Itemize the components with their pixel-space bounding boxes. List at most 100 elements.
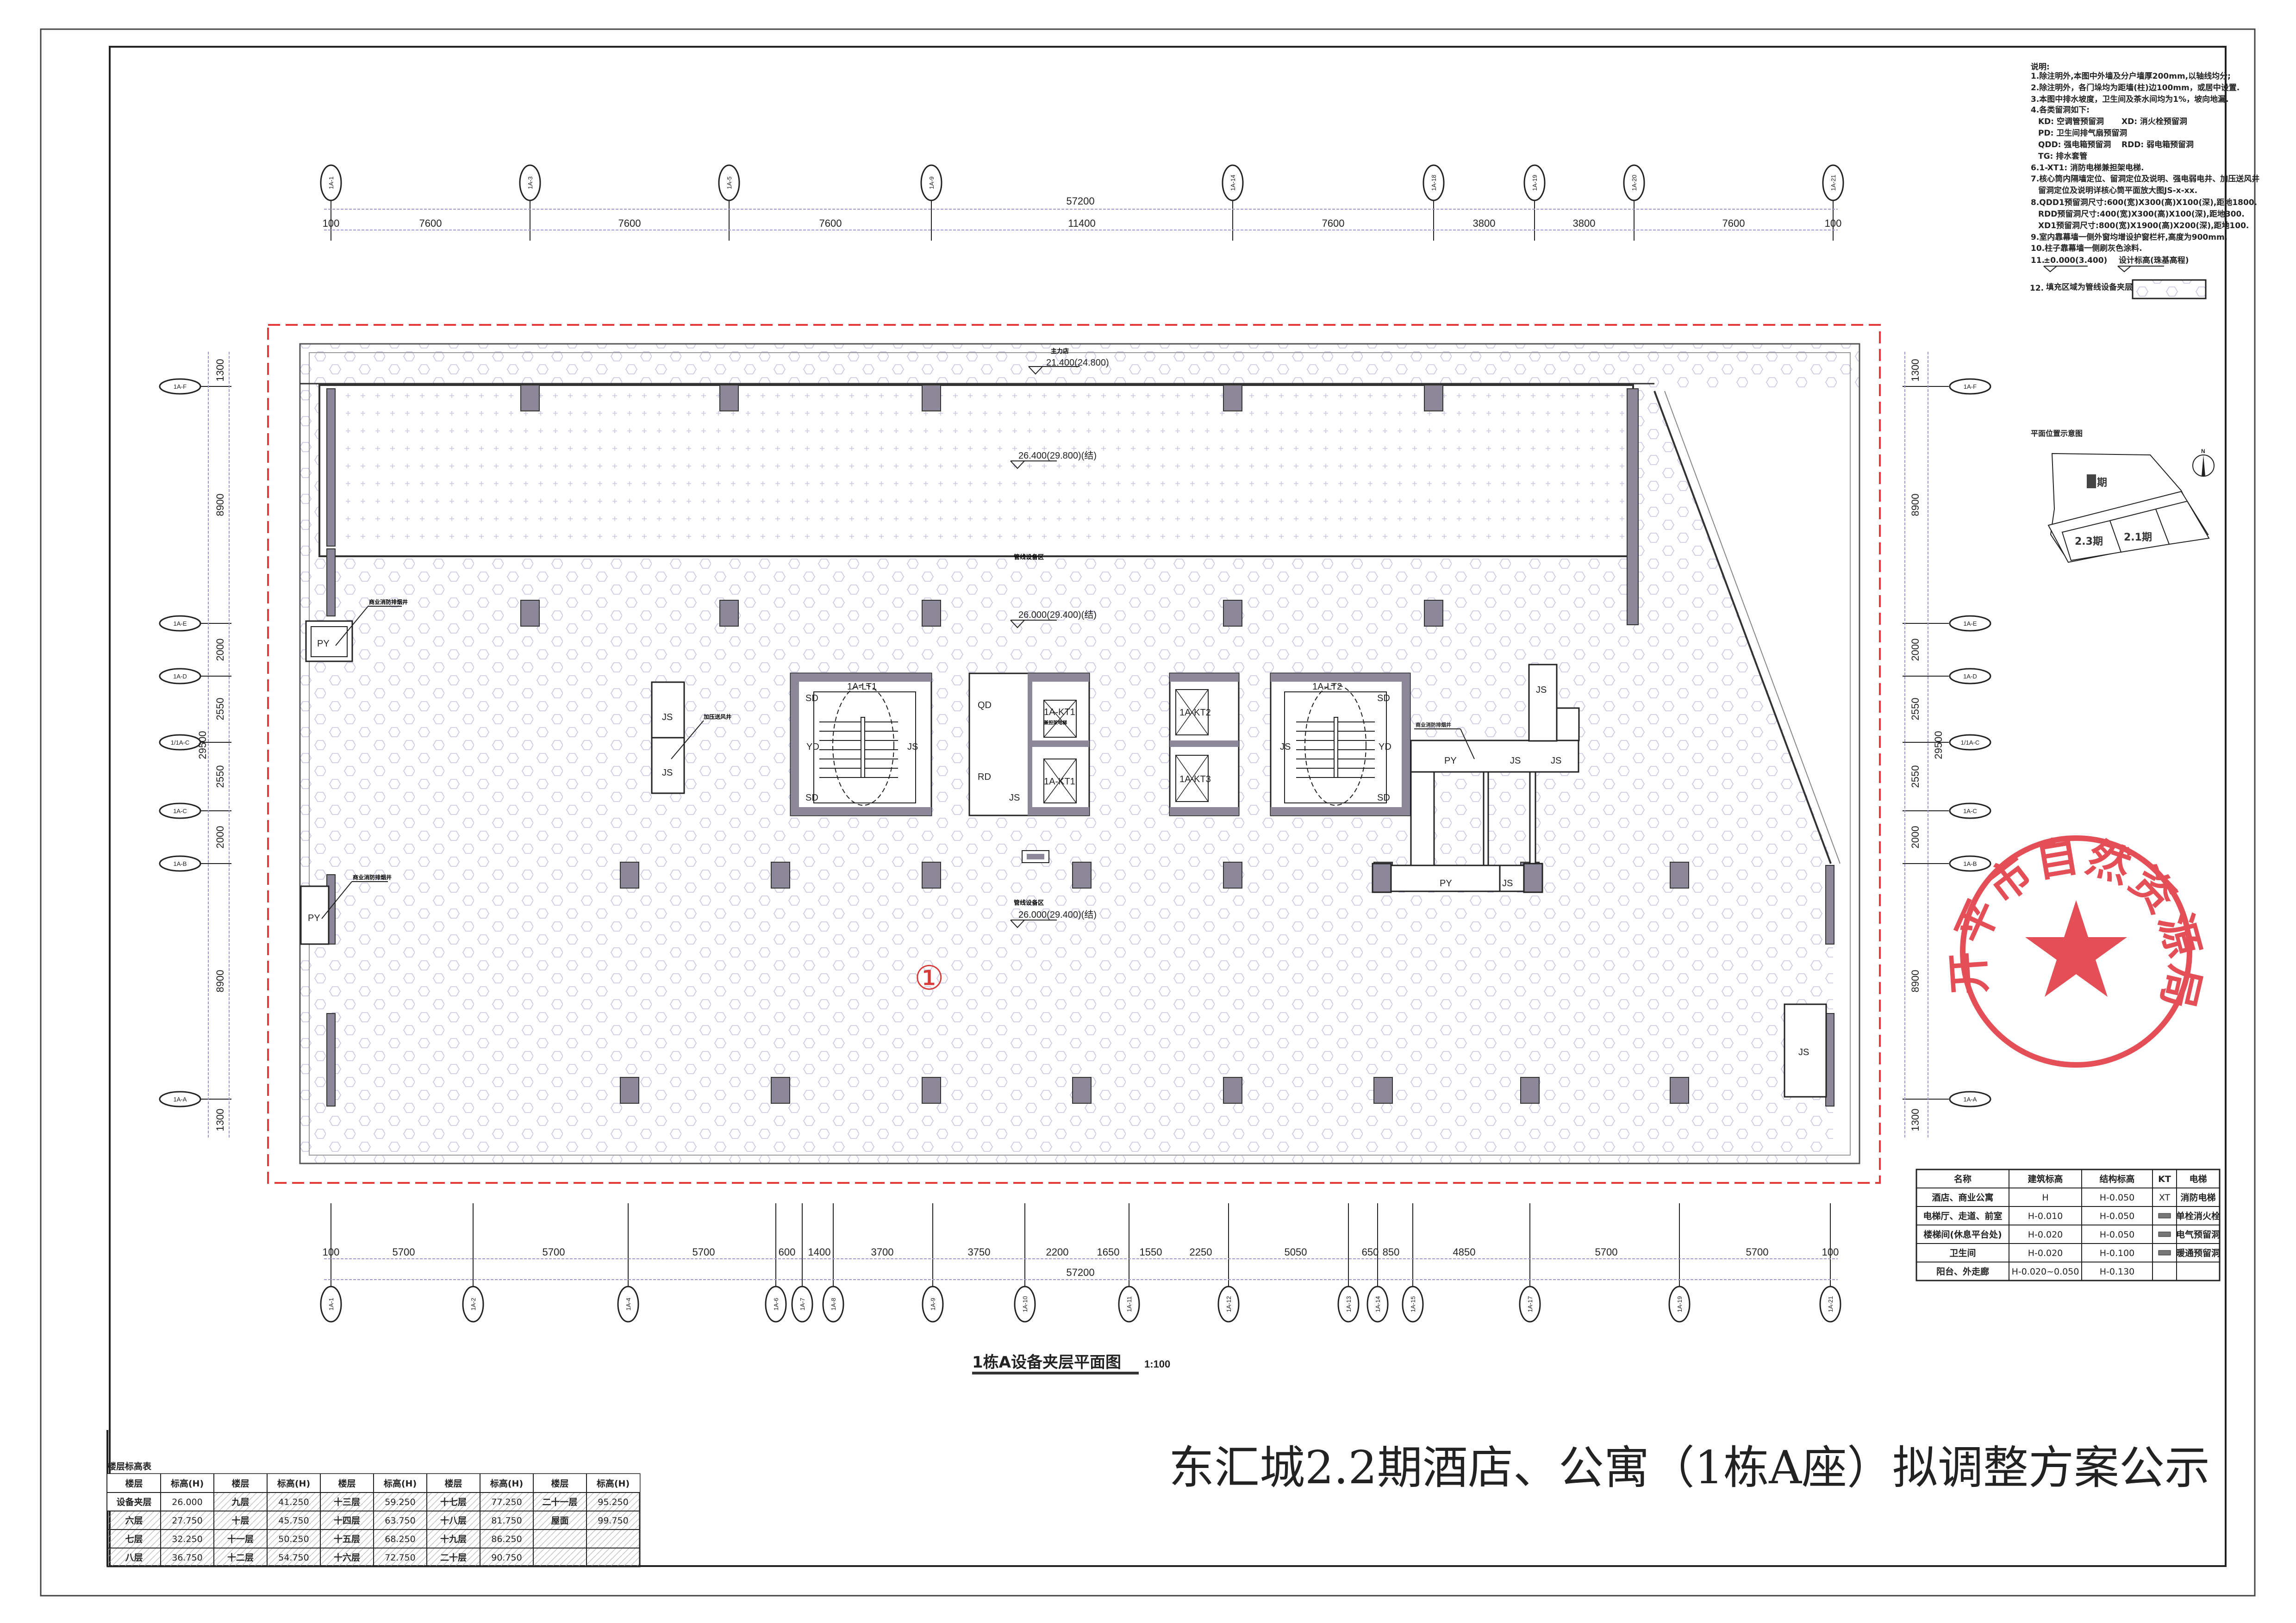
column: [1520, 1077, 1540, 1104]
js-label: JS: [907, 742, 918, 752]
table-cell: 楼层: [125, 1478, 143, 1489]
table-cell: 电梯: [2189, 1174, 2207, 1184]
diagonal-wall-outer: [1664, 391, 1841, 864]
dimension-value: 57200: [1066, 1267, 1094, 1278]
grid-bubble: [791, 1286, 813, 1323]
js-label: JS: [1798, 1047, 1809, 1057]
grid-bubble: [1949, 734, 1991, 751]
table-cell: 八层: [125, 1553, 143, 1563]
table-cell: XT: [2159, 1193, 2171, 1203]
inner-frame: [109, 46, 2227, 1567]
table-cell: 63.750: [385, 1516, 415, 1526]
table-cell: 86.250: [491, 1534, 522, 1544]
dimension-value: 2550: [1909, 698, 1921, 721]
floor-plan: PY 商业消防排烟井 PY 商业消防排烟井 JS JS 加压送风井: [299, 343, 1860, 1164]
table-cell: 酒店、商业公寓: [1932, 1192, 1993, 1203]
dimension-value: 2550: [214, 765, 226, 788]
key-plan: 平面位置示意图 期 2.3期 2.1期 N: [2031, 429, 2215, 563]
equip-zone-label: 管线设备区: [1014, 553, 1044, 561]
grid-label: 1A-15: [1410, 1296, 1416, 1312]
key-plan-title: 平面位置示意图: [2031, 429, 2083, 438]
column: [1223, 862, 1242, 889]
note-1: 1.除注明外,本图中外墙及分户墙厚200mm,以轴线均分;: [2031, 71, 2231, 81]
dimension-value: 4850: [1453, 1246, 1476, 1258]
grid-label: 1A-20: [1631, 175, 1638, 191]
elevator-kt1-label: 1A-KT1: [1044, 777, 1075, 787]
key-plan-phase-top: 期: [2097, 477, 2107, 489]
grid-bubble: [1822, 164, 1844, 201]
py-label: PY: [1440, 878, 1452, 889]
note-7b: 留洞定位及说明详核心筒平面放大图JS-x-xx.: [2038, 186, 2197, 195]
table-cell: 99.750: [598, 1516, 628, 1526]
wall-bar: [326, 1013, 336, 1107]
diagonal-wall: [1653, 391, 1832, 864]
grid-label: 1A-C: [1963, 808, 1977, 815]
grid-label: 1A-B: [174, 860, 187, 867]
grid-bubble: [1402, 1286, 1424, 1323]
dimension-value: 1300: [1909, 1109, 1921, 1132]
table-cell: 十三层: [334, 1497, 360, 1507]
column: [620, 862, 639, 889]
table-cell: 阳台、外走廊: [1936, 1266, 1989, 1277]
grid-bubble: [159, 802, 201, 819]
grid-label: 1A-D: [173, 673, 187, 680]
grid-bubble: [1222, 164, 1244, 201]
table-cell: 90.750: [491, 1553, 522, 1563]
grid-label: 1A-7: [799, 1298, 806, 1310]
hydrant-symbol-icon: [2158, 1250, 2171, 1256]
dimension-value: 1300: [214, 359, 226, 382]
dimension-value: 1300: [214, 1109, 226, 1132]
note-3: 3.本图中排水坡度，卫生间及茶水间均为1%，坡向地漏.: [2031, 94, 2229, 104]
js-label: JS: [1280, 742, 1291, 752]
dimension-value: 2000: [214, 826, 226, 849]
elevator-kt2-label: 1A-KT2: [1179, 708, 1211, 718]
table-cell: 名称: [1954, 1174, 1972, 1184]
note-12-text: 填充区域为管线设备夹层: [2046, 282, 2133, 292]
table-cell: 二十一层: [542, 1497, 577, 1507]
dimension-value: 7600: [1322, 218, 1345, 229]
building-outline: [299, 343, 1860, 1164]
note-8b: RDD预留洞尺寸:400(宽)X300(高)X100(深),距地300.: [2038, 209, 2245, 219]
table-cell: 标高(H): [171, 1478, 204, 1489]
column: [1072, 862, 1092, 889]
table-cell: 电气预留洞: [2176, 1229, 2220, 1240]
grid-label: 1A-19: [1531, 175, 1538, 191]
grid-bubble: [1337, 1286, 1360, 1323]
dimension-value: 650: [1362, 1246, 1379, 1258]
grid-label: 1A-9: [930, 1298, 936, 1310]
smoke-shaft-label: 商业消防排烟井: [353, 874, 392, 881]
grid-label: 1A-14: [1374, 1296, 1381, 1312]
py-label: PY: [1444, 756, 1457, 766]
grid-bubble: [922, 1286, 944, 1323]
dimension-value: 100: [323, 1246, 340, 1258]
table-cell: 十一层: [227, 1534, 254, 1544]
sd-label: SD: [1377, 793, 1390, 803]
table-cell: H: [2042, 1193, 2048, 1203]
table-cell: 十五层: [334, 1534, 360, 1544]
dimension-value: 8900: [214, 970, 226, 993]
pressure-shaft: JS JS 加压送风井: [651, 681, 731, 794]
grid-bubble: [1668, 1286, 1691, 1323]
column: [1223, 385, 1242, 411]
table-cell: 标高(H): [490, 1478, 523, 1489]
grid-bubble: [320, 1286, 342, 1323]
dimension-value: 7600: [618, 218, 641, 229]
table-cell: 屋面: [551, 1516, 568, 1526]
note-9: 9.室内靠幕墙一侧外窗均增设护窗栏杆,高度为900mm.: [2031, 232, 2227, 242]
js-label: JS: [1510, 756, 1521, 766]
dimension-value: 3800: [1573, 218, 1596, 229]
grid-bubble: [159, 615, 201, 632]
dimension-value: 2000: [1909, 639, 1921, 661]
table-cell: 十七层: [440, 1497, 467, 1507]
grid-bubble: [462, 1286, 484, 1323]
table-cell: 十九层: [440, 1534, 467, 1544]
grid-bubble: [1366, 1286, 1389, 1323]
grid-bubble: [1949, 378, 1991, 395]
note-4: 4.各类留洞如下:: [2031, 105, 2090, 115]
column: [1072, 1077, 1092, 1104]
table-cell: H-0.020~0.050: [2012, 1267, 2079, 1277]
grid-label: 1A-A: [174, 1096, 187, 1103]
grid-bubble: [320, 164, 342, 201]
elevator-kt1-note: 兼担架电梯: [1044, 720, 1067, 726]
